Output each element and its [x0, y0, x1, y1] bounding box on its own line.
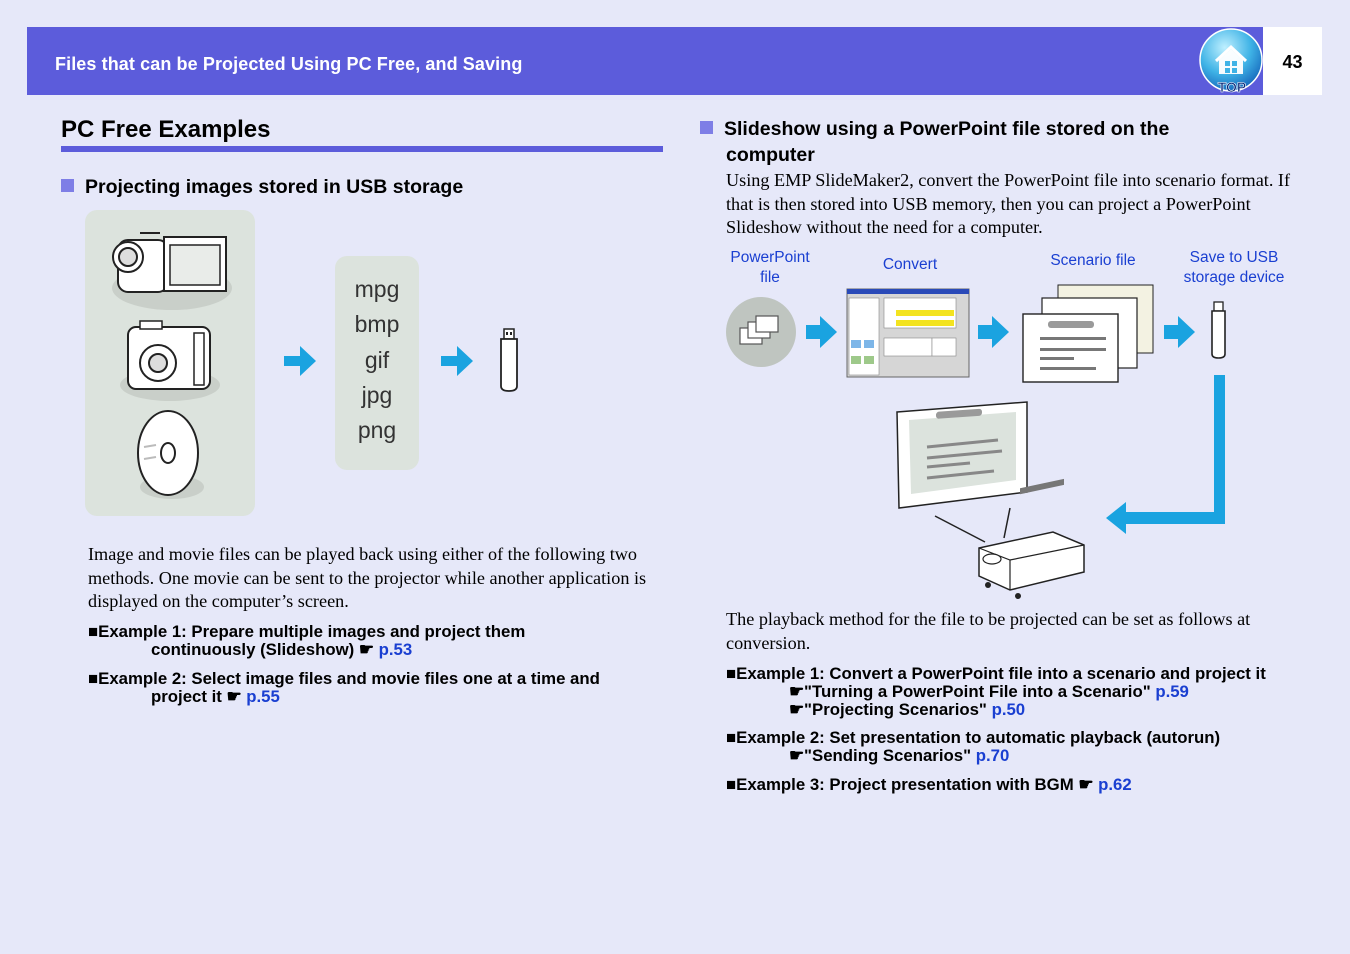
- page-link-70[interactable]: p.70: [975, 746, 1010, 765]
- right-subheading-text: computer: [726, 144, 815, 166]
- top-button[interactable]: TOP: [1199, 28, 1265, 95]
- right-subheading-text: Slideshow using a PowerPoint file stored…: [724, 118, 1170, 140]
- example-text: project it ☛: [151, 687, 247, 706]
- left-paragraph: Image and movie files can be played back…: [88, 544, 647, 611]
- page-header: Files that can be Projected Using PC Fre…: [27, 27, 1263, 95]
- header-title: Files that can be Projected Using PC Fre…: [55, 54, 523, 74]
- label-text: storage device: [1183, 269, 1285, 286]
- page-link-62[interactable]: p.62: [1098, 775, 1132, 794]
- label-text: file: [760, 269, 780, 286]
- page-link-53[interactable]: p.53: [378, 640, 413, 659]
- slidemaker-window-icon: [846, 288, 970, 378]
- right-paragraph: Using EMP SlideMaker2, convert the Power…: [726, 170, 1291, 237]
- scenario-file-icon: [1022, 284, 1154, 383]
- example-text: ■Example 2: Select image files and movie…: [88, 669, 600, 688]
- digital-camera-icon: [120, 320, 220, 401]
- right-example-3: ■Example 3: Project presentation with BG…: [726, 776, 1326, 794]
- example-text: ■Example 3: Project presentation with BG…: [726, 775, 1099, 794]
- slideshow-diagram: [726, 284, 1226, 599]
- format-item: bmp: [354, 311, 400, 337]
- arrow-right-icon: [1164, 316, 1195, 348]
- media-illustrations: [112, 232, 232, 499]
- right-subheading: Slideshow using a PowerPoint file stored…: [700, 116, 1300, 168]
- left-example-2: ■Example 2: Select image files and movie…: [88, 670, 658, 706]
- page-number-box: 43: [1263, 27, 1322, 95]
- label-text: Save to USB: [1189, 249, 1279, 266]
- powerpoint-file-icon: [726, 297, 796, 367]
- page-link-59[interactable]: p.59: [1155, 682, 1189, 701]
- usb-stick-icon: [1211, 301, 1226, 359]
- example-text: ☛"Projecting Scenarios": [789, 700, 992, 719]
- projection-screen-icon: [896, 401, 1028, 509]
- arrow-right-icon: [441, 346, 473, 376]
- example-text: ■Example 1: Prepare multiple images and …: [88, 622, 526, 641]
- formats-panel: mpg bmp gif jpg png: [335, 256, 419, 470]
- video-camera-icon: [112, 232, 232, 310]
- right-paragraph-2: The playback method for the file to be p…: [726, 609, 1251, 653]
- example-text: continuously (Slideshow) ☛: [151, 640, 379, 659]
- example-text: ☛"Turning a PowerPoint File into a Scena…: [789, 682, 1156, 701]
- label-convert: Convert: [882, 256, 938, 273]
- format-item: png: [357, 417, 397, 443]
- example-text: ☛"Sending Scenarios": [789, 746, 976, 765]
- left-subheading-text: Projecting images stored in USB storage: [85, 176, 464, 198]
- usb-stick-icon: [500, 328, 518, 392]
- label-text: PowerPoint: [730, 249, 810, 266]
- square-bullet-icon: [61, 179, 74, 192]
- label-scenario-file: Scenario file: [1050, 252, 1136, 269]
- label-save-usb: Save to USB storage device: [1172, 248, 1296, 288]
- disc-icon: [137, 410, 204, 499]
- arrow-right-icon: [806, 316, 837, 348]
- format-item: gif: [364, 347, 390, 373]
- example-text: ■Example 2: Set presentation to automati…: [726, 728, 1221, 747]
- page-link-55[interactable]: p.55: [246, 687, 280, 706]
- arrow-right-icon: [978, 316, 1009, 348]
- top-label: TOP: [1218, 79, 1247, 94]
- return-arrow-icon: [1106, 375, 1225, 534]
- page-link-50[interactable]: p.50: [991, 700, 1026, 719]
- right-example-2: ■Example 2: Set presentation to automati…: [726, 729, 1326, 765]
- heading-rule: [61, 146, 663, 152]
- section-heading: PC Free Examples: [61, 116, 271, 143]
- format-item: mpg: [354, 276, 400, 302]
- arrow-right-icon: [284, 346, 316, 376]
- top-home-icon: TOP: [1199, 28, 1263, 95]
- square-bullet-icon: [700, 121, 713, 134]
- page-number: 43: [1282, 52, 1303, 72]
- projector-icon: [934, 478, 1085, 599]
- left-example-1: ■Example 1: Prepare multiple images and …: [88, 623, 658, 659]
- left-subheading: Projecting images stored in USB storage: [61, 174, 463, 200]
- right-example-1: ■Example 1: Convert a PowerPoint file in…: [726, 665, 1326, 719]
- format-item: jpg: [361, 382, 393, 408]
- label-powerpoint-file: PowerPoint file: [718, 248, 822, 288]
- example-text: ■Example 1: Convert a PowerPoint file in…: [726, 664, 1266, 683]
